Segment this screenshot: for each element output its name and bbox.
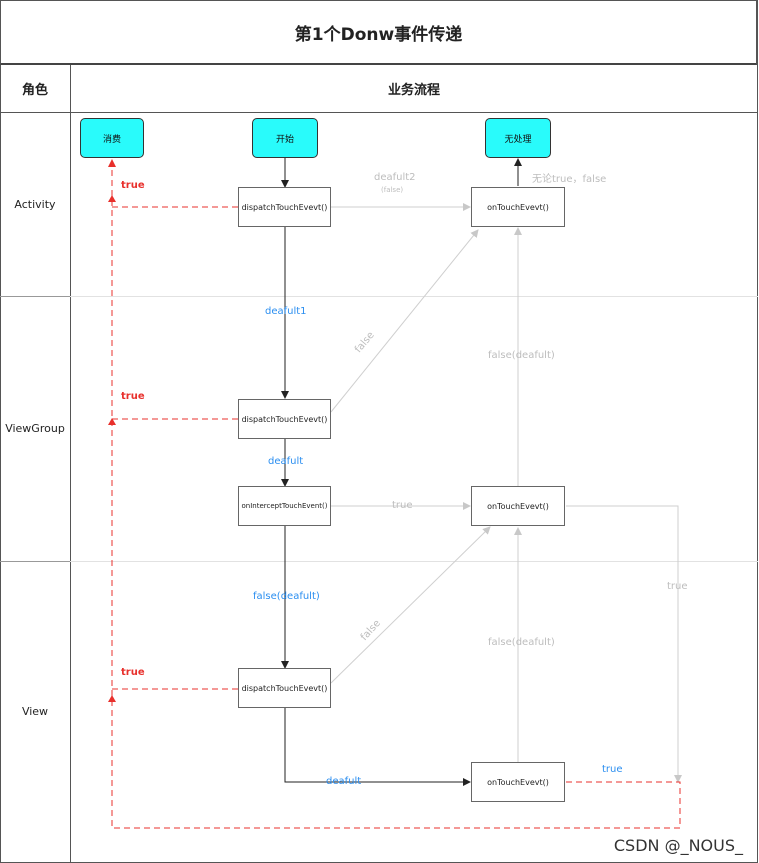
label-false-deafult-upper: false(deafult) <box>488 350 555 361</box>
role-activity: Activity <box>14 197 56 211</box>
black-flow <box>281 158 522 786</box>
view-ontouch-node: onTouchEvevt() <box>471 762 565 802</box>
viewgroup-dispatch-node: dispatchTouchEvevt() <box>238 399 331 439</box>
watermark: CSDN @_NOUS_ <box>613 836 743 855</box>
label-true-bottom: true <box>602 764 623 775</box>
role-column-header: 角色 <box>21 83 48 98</box>
label-true-intercept: true <box>392 500 413 511</box>
label-deafult1: deafult1 <box>265 306 307 317</box>
view-dispatch-node: dispatchTouchEvevt() <box>238 668 331 708</box>
terminal-start: 开始 <box>252 118 318 158</box>
label-true-view: true <box>121 667 145 678</box>
role-view: View <box>21 705 49 718</box>
terminal-consume: 消费 <box>80 118 144 158</box>
flow-column-header: 业务流程 <box>387 83 440 98</box>
viewgroup-intercept-node: onInterceptTouchEvent() <box>238 486 331 526</box>
label-deafult2: deafult2 <box>374 172 416 183</box>
red-flow <box>108 159 681 829</box>
label-any-true-false: 无论true，false <box>532 174 607 185</box>
label-true-viewgroup: true <box>121 391 145 402</box>
label-false-deafult-lower: false(deafult) <box>488 637 555 648</box>
red-arrowheads <box>108 195 116 702</box>
lane-dividers <box>0 296 70 562</box>
label-true-activity: true <box>121 180 145 191</box>
label-false-small: (false) <box>381 186 404 194</box>
gray-flow <box>330 203 682 783</box>
label-false-deafult-mid: false(deafult) <box>253 591 320 602</box>
label-deafult-view: deafult <box>326 776 362 787</box>
activity-dispatch-node: dispatchTouchEvevt() <box>238 187 331 227</box>
label-true-right: true <box>667 581 688 592</box>
label-deafult-viewgroup: deafult <box>268 456 304 467</box>
diagram-title: 第1个Donw事件传递 <box>0 0 757 65</box>
viewgroup-ontouch-node: onTouchEvevt() <box>471 486 565 526</box>
lane-dividers-light <box>70 296 758 562</box>
activity-ontouch-node: onTouchEvevt() <box>471 187 565 227</box>
terminal-unhandled: 无处理 <box>485 118 551 158</box>
role-viewgroup: ViewGroup <box>5 422 65 435</box>
